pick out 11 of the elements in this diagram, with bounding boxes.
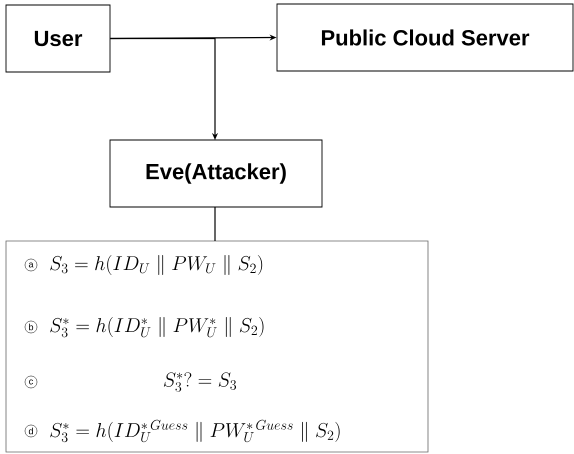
user-box: User	[6, 4, 110, 72]
server-box: Public Cloud Server	[276, 4, 574, 72]
attacker-box: Eve(Attacker)	[110, 140, 322, 208]
circled-letter: c	[24, 376, 38, 388]
circled-letter: b	[24, 320, 38, 334]
formula: $S_3^{*} = h(ID_U^{*} \parallel PW_U^{*} \parallel S_2)$	[50, 317, 264, 338]
formula: $S_3 = h(ID_U \parallel PW_U \parallel S_2)$	[50, 255, 262, 275]
formula: $S_3^{*} ?= S_3$	[164, 372, 236, 392]
formula: $S_3^{*} = h(ID_U^{*\,Guess} \parallel PW_U^{*\,Guess} \parallel S_2)$	[50, 420, 340, 442]
circled-letter: d	[24, 424, 38, 438]
circled-letter: a	[24, 258, 38, 272]
